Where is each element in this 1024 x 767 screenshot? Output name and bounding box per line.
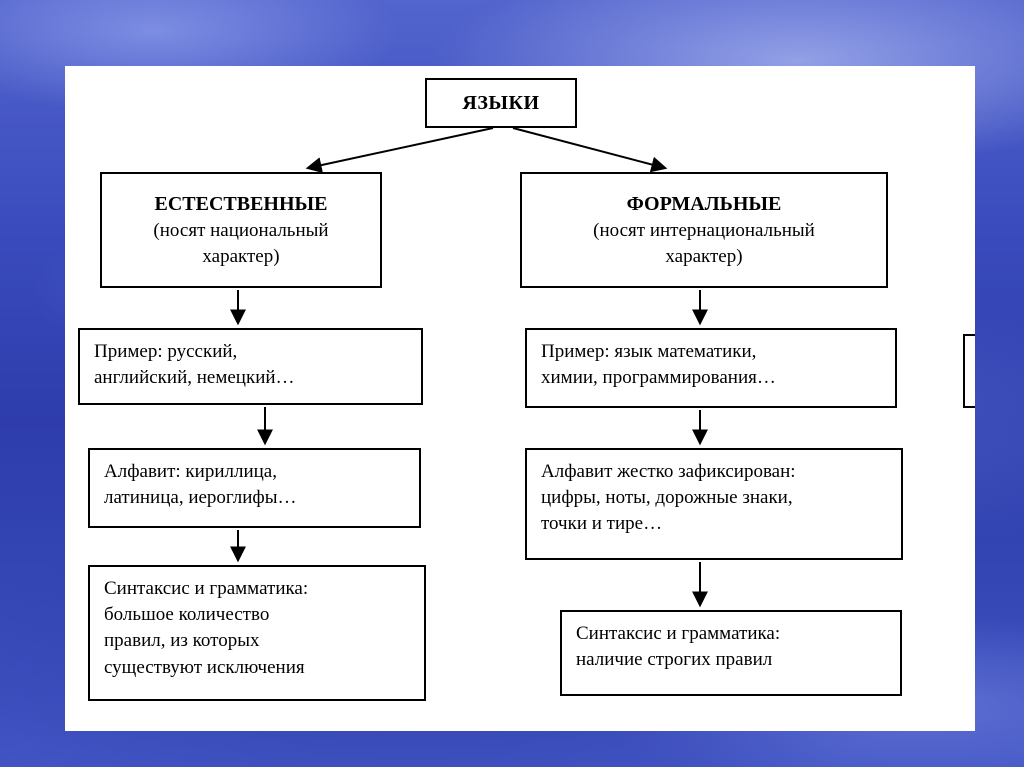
clipped-edge-box [963,334,975,408]
natural-example-box: Пример: русский, английский, немецкий… [78,328,423,405]
natural-syntax-box: Синтаксис и грамматика: большое количест… [88,565,426,701]
natural-alphabet-box: Алфавит: кириллица, латиница, иероглифы… [88,448,421,528]
root-box: ЯЗЫКИ [425,78,577,128]
arrow-root-to-formal [512,127,668,173]
natural-example-text: Пример: русский, английский, немецкий… [94,341,295,389]
formal-example-text: Пример: язык математики, химии, программ… [541,341,776,389]
diagram-panel: ЯЗЫКИ ЕСТЕСТВЕННЫЕ (носят национальный х… [65,66,975,731]
arrow-root-to-natural [305,127,494,173]
formal-syntax-text: Синтаксис и грамматика: наличие строгих … [576,623,781,671]
natural-syntax-text: Синтаксис и грамматика: большое количест… [104,578,309,678]
formal-alphabet-text: Алфавит жестко зафиксирован: цифры, ноты… [541,461,796,535]
formal-title: ФОРМАЛЬНЫЕ [626,193,782,216]
natural-alphabet-text: Алфавит: кириллица, латиница, иероглифы… [104,461,297,509]
formal-alphabet-box: Алфавит жестко зафиксирован: цифры, ноты… [525,448,903,560]
formal-example-box: Пример: язык математики, химии, программ… [525,328,897,408]
natural-subtitle: (носят национальный характер) [153,220,329,267]
natural-languages-box: ЕСТЕСТВЕННЫЕ (носят национальный характе… [100,172,382,288]
formal-subtitle: (носят интернациональный характер) [593,220,815,267]
formal-syntax-box: Синтаксис и грамматика: наличие строгих … [560,610,902,696]
formal-languages-box: ФОРМАЛЬНЫЕ (носят интернациональный хара… [520,172,888,288]
root-label: ЯЗЫКИ [462,91,540,114]
natural-title: ЕСТЕСТВЕННЫЕ [154,193,328,216]
